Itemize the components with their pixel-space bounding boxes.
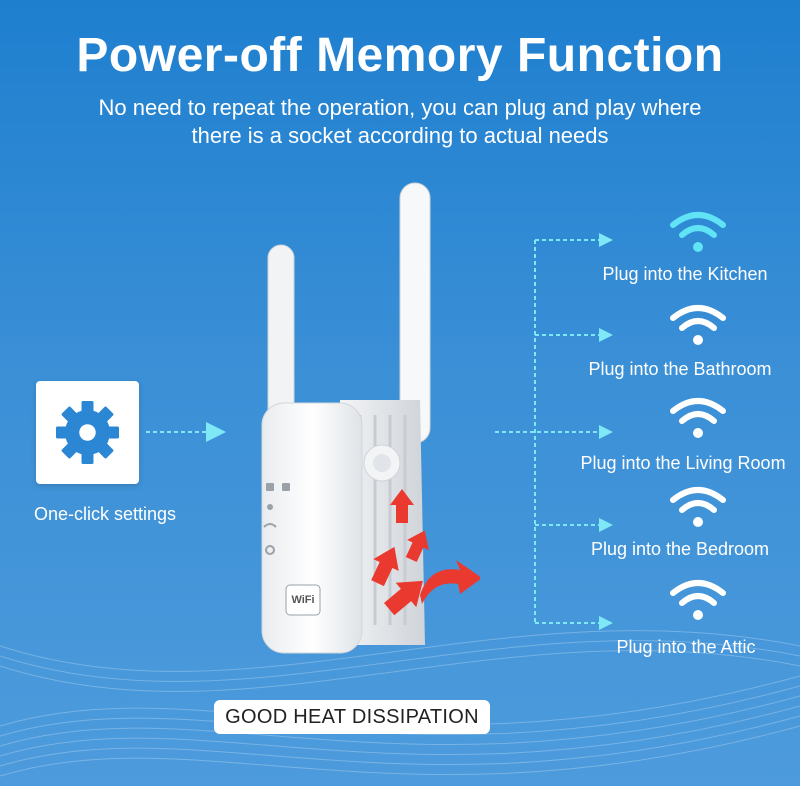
room-connector-lines — [495, 233, 613, 630]
location-label-kitchen: Plug into the Kitchen — [602, 264, 768, 284]
subtitle-line-1: No need to repeat the operation, you can… — [98, 95, 702, 120]
page-subtitle: No need to repeat the operation, you can… — [60, 94, 740, 150]
location-label-living-room: Plug into the Living Room — [580, 453, 786, 473]
left-antenna — [267, 244, 295, 426]
page-title: Power-off Memory Function — [76, 29, 724, 82]
location-label-attic: Plug into the Attic — [616, 637, 756, 657]
device-logo-text: WiFi — [291, 594, 314, 606]
wifi-icon — [670, 212, 726, 252]
settings-label: One-click settings — [33, 504, 177, 524]
wifi-icon — [670, 398, 726, 438]
location-label-bedroom: Plug into the Bedroom — [590, 539, 770, 559]
gear-icon — [56, 401, 119, 464]
wifi-extender-device: WiFi — [261, 182, 480, 654]
heat-dissipation-badge: GOOD HEAT DISSIPATION — [214, 700, 490, 734]
subtitle-line-2: there is a socket according to actual ne… — [191, 123, 609, 148]
settings-tile — [36, 381, 139, 484]
heat-arrow-icon — [390, 489, 414, 523]
wifi-icon — [670, 487, 726, 527]
location-label-bathroom: Plug into the Bathroom — [588, 359, 772, 379]
wifi-icon — [670, 305, 726, 345]
arrow-to-device-icon — [146, 422, 226, 442]
wifi-icon — [670, 580, 726, 620]
background-wave-lines — [0, 630, 800, 777]
